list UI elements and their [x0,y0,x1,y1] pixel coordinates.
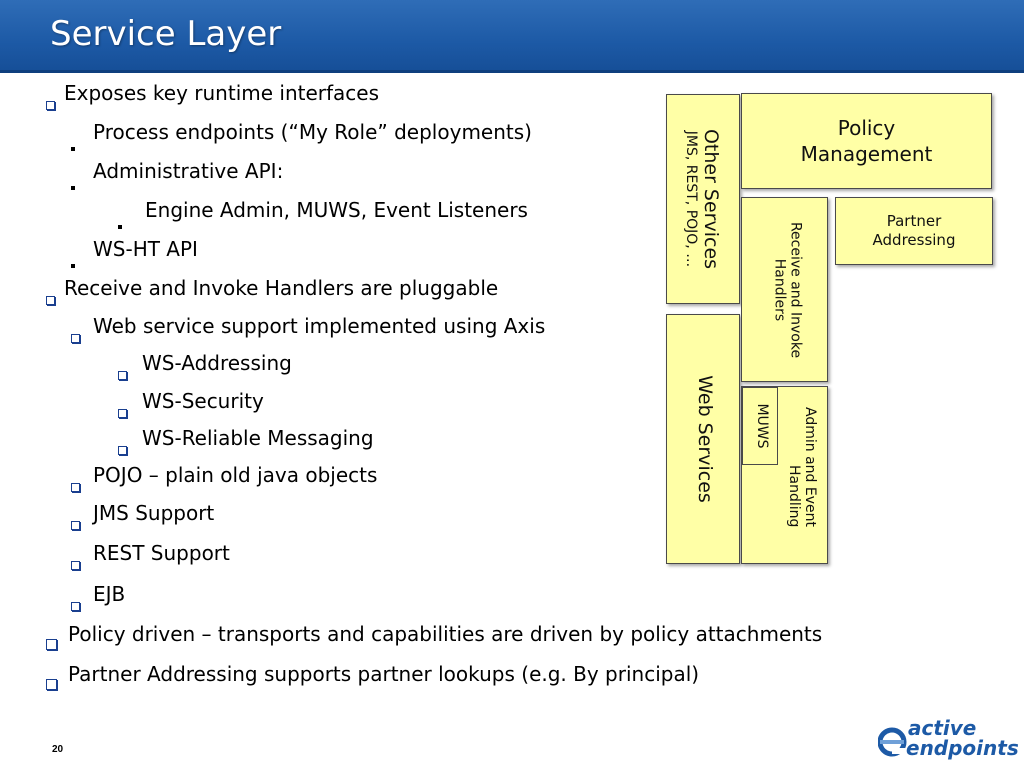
hollow-square-bullet-icon [118,436,127,460]
policy-management-line2: Management [800,142,933,166]
bullet-text: WS-Reliable Messaging [142,426,374,450]
policy-management-line1: Policy [837,116,896,140]
bullet-text: JMS Support [93,501,215,525]
bullet-text: WS-Addressing [142,351,292,375]
hollow-square-bullet-icon [71,551,80,575]
bullet-item: WS-Security [118,389,264,418]
bullet-text: Receive and Invoke Handlers are pluggabl… [64,276,499,300]
bullet-text: POJO – plain old java objects [93,463,378,487]
bullet-item: Administrative API: [71,159,284,190]
receive-invoke-box: Receive and Invoke Handlers [741,197,828,382]
hollow-square-bullet-icon [46,631,57,655]
bullet-text: Process endpoints (“My Role” deployments… [93,120,532,144]
web-services-label: Web Services [694,375,716,503]
partner-addressing-line2: Addressing [872,231,956,249]
other-services-label: Other Services JMS, REST, POJO, … [683,95,722,303]
bullet-item: WS-HT API [71,237,198,268]
active-endpoints-logo: active endpoints [878,716,1019,764]
bullet-text: REST Support [93,541,230,565]
bullet-text: Administrative API: [93,159,284,183]
logo-swirl-icon [878,727,908,757]
muws-label: MUWS [754,403,770,449]
bullet-item: EJB [71,582,126,611]
bullet-item: WS-Reliable Messaging [118,426,374,455]
policy-management-box: Policy Management [741,93,992,189]
bullet-item: Policy driven – transports and capabilit… [46,622,823,650]
slide-title: Service Layer [50,14,282,54]
page-number: 20 [52,744,64,755]
bullet-text: EJB [93,582,126,606]
partner-addressing-line1: Partner [886,211,942,230]
bullet-text: Policy driven – transports and capabilit… [68,622,823,646]
other-services-box: Other Services JMS, REST, POJO, … [666,94,740,304]
muws-box: MUWS [742,387,778,465]
bullet-text: Web service support implemented using Ax… [93,314,546,338]
bullet-text: WS-HT API [93,237,198,261]
receive-invoke-line2: Handlers [771,258,788,322]
web-services-box: Web Services [666,314,740,564]
bullet-text: Partner Addressing supports partner look… [68,662,700,686]
bullet-item: Process endpoints (“My Role” deployments… [71,120,532,151]
bullet-item: Engine Admin, MUWS, Event Listeners [118,198,528,229]
hollow-square-bullet-icon [46,286,55,310]
title-bar: Service Layer [0,0,1024,73]
logo-word-endpoints: endpoints [906,736,1019,760]
bullet-item: POJO – plain old java objects [71,463,378,492]
bullet-text: WS-Security [142,389,264,413]
bullet-item: WS-Addressing [118,351,292,380]
receive-invoke-label: Receive and Invoke Handlers [764,199,804,382]
hollow-square-bullet-icon [71,511,80,535]
hollow-square-bullet-icon [46,671,57,695]
logo-word-active: active [908,716,977,740]
other-services-title: Other Services [700,128,722,270]
square-bullet-icon [71,132,75,156]
hollow-square-bullet-icon [71,592,80,616]
square-bullet-icon [71,171,75,195]
bullet-text: Exposes key runtime interfaces [64,81,380,105]
bullet-item: Partner Addressing supports partner look… [46,662,700,690]
bullet-item: REST Support [71,541,230,570]
bullet-item: Web service support implemented using Ax… [71,314,546,343]
hollow-square-bullet-icon [118,361,127,385]
bullet-item: Exposes key runtime interfaces [46,81,380,110]
admin-event-label: Admin and Event Handling [778,387,818,563]
bullet-text: Engine Admin, MUWS, Event Listeners [145,198,528,222]
hollow-square-bullet-icon [71,473,80,497]
hollow-square-bullet-icon [46,91,55,115]
bullet-item: Receive and Invoke Handlers are pluggabl… [46,276,499,305]
square-bullet-icon [118,210,122,234]
hollow-square-bullet-icon [71,324,80,348]
admin-event-line2: Handling [785,465,802,528]
other-services-subtitle: JMS, REST, POJO, … [683,130,700,268]
hollow-square-bullet-icon [118,399,127,423]
square-bullet-icon [71,249,75,273]
receive-invoke-line1: Receive and Invoke [787,221,804,359]
admin-event-line1: Admin and Event [802,407,818,527]
partner-addressing-box: Partner Addressing [835,197,993,265]
bullet-item: JMS Support [71,501,215,530]
